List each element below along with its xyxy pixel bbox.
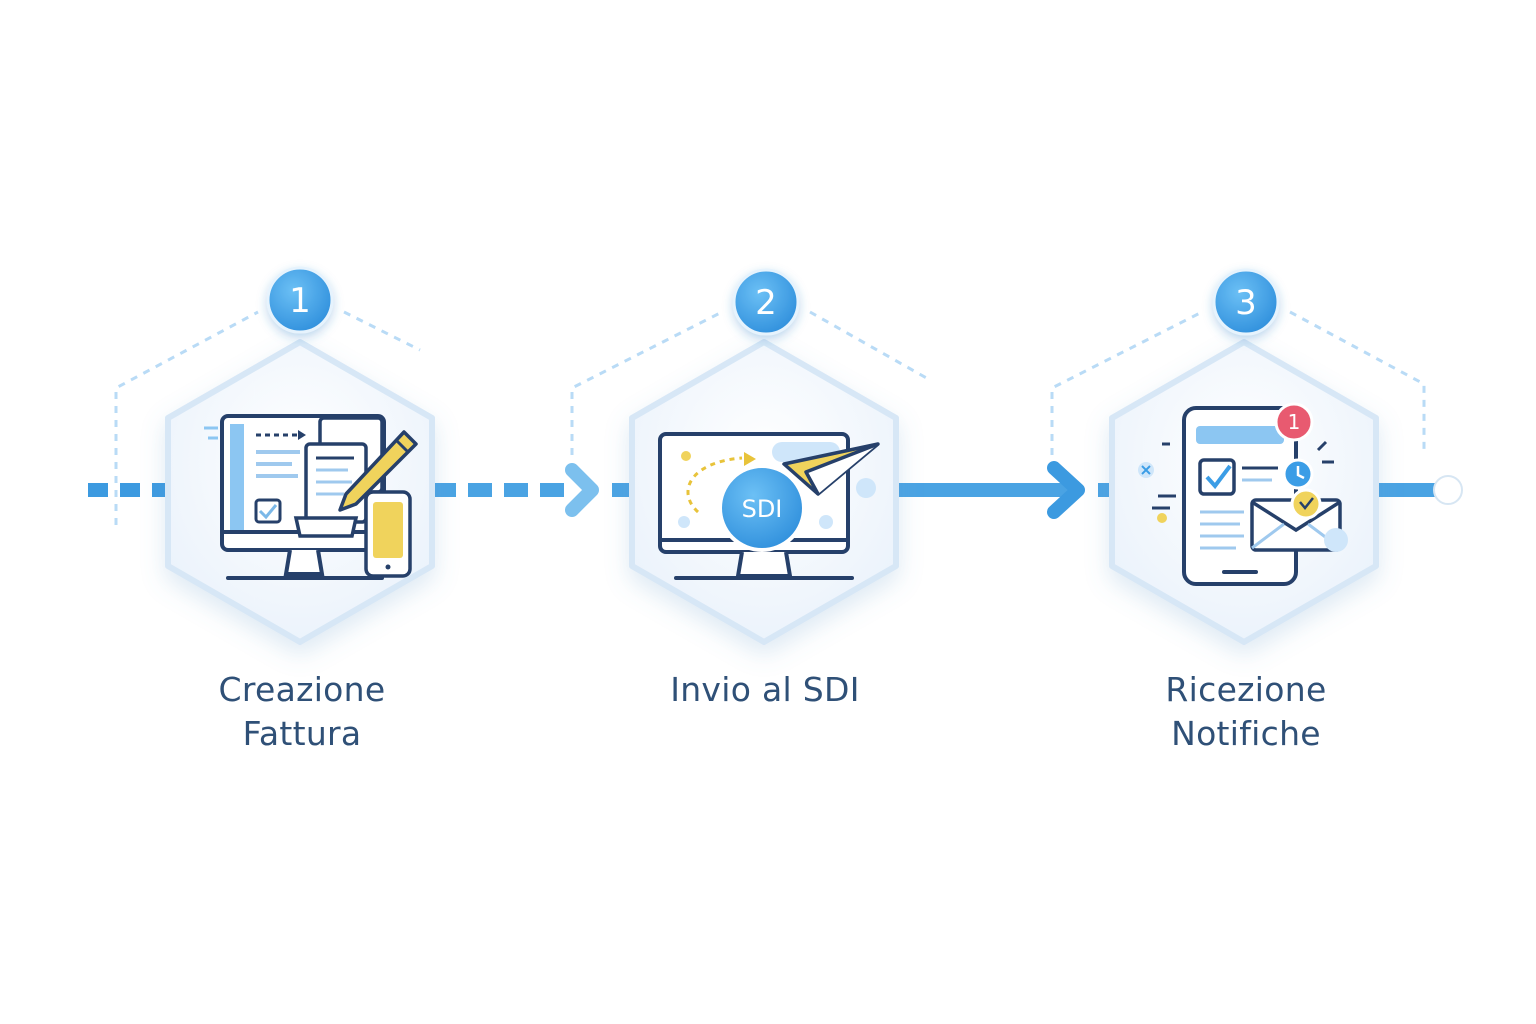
step-1: 1 — [165, 266, 435, 645]
invoice-creation-icon — [204, 414, 418, 580]
dotted-outline-1-left — [114, 310, 259, 525]
notifications-icon: 1 — [1138, 402, 1348, 586]
dotted-outlines — [114, 310, 1426, 525]
step-1-number-badge: 1 — [266, 266, 334, 334]
dotted-outline-3-right — [1289, 310, 1426, 450]
notification-count-badge: 1 — [1274, 402, 1314, 442]
step-2: SDI 2 — [629, 268, 899, 645]
step-2-label: Invio al SDI — [605, 668, 925, 712]
chevron-right-icon — [565, 463, 599, 517]
connector-end-dot — [1433, 475, 1463, 505]
notification-count: 1 — [1288, 410, 1301, 434]
step-1-label: Creazione Fattura — [142, 668, 462, 756]
step-2-number-badge: 2 — [732, 268, 800, 336]
arrow-right-icon — [1047, 461, 1085, 519]
step-1-label-line2: Fattura — [242, 714, 362, 753]
step-3-number-badge: 3 — [1212, 268, 1280, 336]
dotted-outline-1-right — [343, 310, 421, 352]
step-1-label-line1: Creazione — [218, 670, 386, 709]
paper-plane-icon — [782, 442, 880, 496]
step-3-label-line2: Notifiche — [1171, 714, 1321, 753]
check-icon — [1290, 488, 1322, 520]
sdi-badge-text: SDI — [742, 495, 783, 523]
send-to-sdi-icon: SDI — [658, 432, 880, 580]
connector-line — [88, 461, 1463, 519]
checkbox-icon — [1198, 458, 1236, 496]
step-2-label-line1: Invio al SDI — [670, 670, 860, 709]
smartphone-icon — [364, 490, 412, 578]
sdi-badge — [718, 464, 806, 552]
step-1-number: 1 — [289, 281, 311, 321]
step-3: 1 3 — [1109, 268, 1379, 645]
step-2-number: 2 — [755, 283, 777, 323]
dotted-outline-2-right — [809, 310, 931, 382]
pen-icon — [338, 430, 418, 512]
step-3-label-line1: Ricezione — [1165, 670, 1327, 709]
step-3-label: Ricezione Notifiche — [1086, 668, 1406, 756]
step-3-number: 3 — [1235, 283, 1257, 323]
